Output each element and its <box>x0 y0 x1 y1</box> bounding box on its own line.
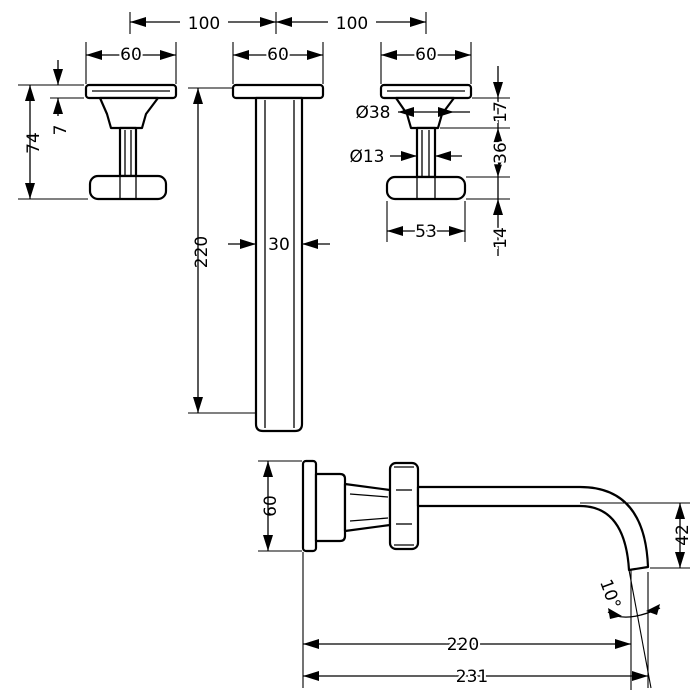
dim-label-30: 30 <box>268 235 290 255</box>
left-handle <box>84 83 178 201</box>
dimension-handle-height: 74 <box>18 84 88 200</box>
right-handle <box>379 83 473 201</box>
dim-label-60-center: 60 <box>267 45 289 65</box>
dim-label-100-right: 100 <box>336 14 368 34</box>
dimension-spout-length: 220 <box>188 87 256 414</box>
dimension-stem-diameter: Ø13 <box>349 147 462 167</box>
dim-label-d38: Ø38 <box>355 103 390 123</box>
dim-label-220-vertical: 220 <box>192 236 212 268</box>
dimension-spout-plate-width: 60 <box>232 42 324 84</box>
dim-label-60-left: 60 <box>120 45 142 65</box>
dim-label-53: 53 <box>415 222 437 242</box>
dim-label-14: 14 <box>491 227 511 249</box>
dim-label-60-side: 60 <box>261 495 281 517</box>
dim-label-60-right: 60 <box>415 45 437 65</box>
dim-label-7: 7 <box>51 125 71 136</box>
dim-label-74: 74 <box>24 132 44 154</box>
dimension-reach: 220 231 <box>302 552 649 689</box>
dimension-plate-thickness: 7 <box>50 60 84 135</box>
dim-label-d13: Ø13 <box>349 147 384 167</box>
dimension-left-handle-width: 60 <box>85 42 177 84</box>
dimension-vertical-chain-right: 17 36 14 <box>440 66 513 256</box>
dim-label-17: 17 <box>491 101 511 123</box>
dim-label-10-degrees: 10° <box>595 577 624 612</box>
dimension-top-spacing: 100 100 <box>129 12 427 34</box>
dim-label-231: 231 <box>456 667 488 687</box>
dimension-spout-width: 30 <box>228 235 330 255</box>
dimension-neck-diameter: Ø38 <box>353 101 470 125</box>
dimension-lever-width: 53 <box>386 201 466 244</box>
spout-plan-view <box>231 83 325 433</box>
dim-label-36: 36 <box>491 142 511 164</box>
dim-label-42: 42 <box>673 524 693 546</box>
dim-label-220-horizontal: 220 <box>447 635 479 655</box>
dimension-spout-drop: 42 <box>580 502 693 569</box>
side-view-assembly <box>301 459 650 572</box>
dimension-spout-angle: 10° <box>595 569 661 690</box>
dimension-plate-height-side: 60 <box>258 460 302 552</box>
dimension-right-handle-width: 60 <box>380 42 472 84</box>
dim-label-100-left: 100 <box>188 14 220 34</box>
